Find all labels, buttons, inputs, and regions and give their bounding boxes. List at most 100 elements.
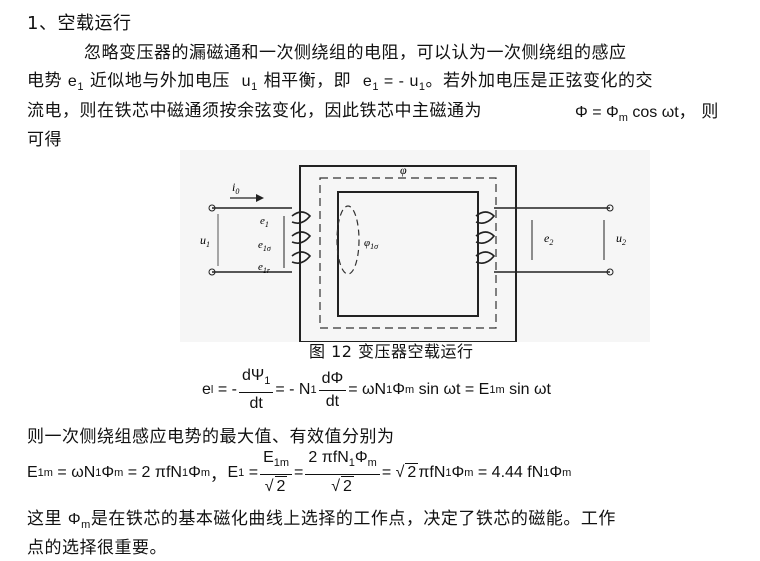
radicand: 2 xyxy=(405,463,419,481)
secondary-coil xyxy=(475,211,496,264)
sym: Φ xyxy=(392,381,405,398)
sym: Φ xyxy=(451,463,465,481)
terminal-a2 xyxy=(606,204,614,212)
e1-label: e1 xyxy=(260,215,269,229)
sub: m xyxy=(200,466,210,479)
text: 这里 xyxy=(27,509,62,529)
final-line2: 点的选择很重要。 xyxy=(27,538,167,558)
text: ， 则 xyxy=(678,102,719,121)
u2-label: u2 xyxy=(616,231,626,247)
sub: 1m xyxy=(273,457,290,469)
para1-line3: 流电，则在铁芯中磁通须按余弦变化，因此铁芯中主磁通为 xyxy=(27,96,482,121)
sym: u xyxy=(241,73,252,90)
para1-line2: 电势 e1 近似地与外加电压 u1 相平衡，即 e1 = - u1。若外加电压是… xyxy=(27,66,653,93)
sub: 1 xyxy=(77,81,84,93)
sub: 1 xyxy=(445,466,452,479)
sub: 1 xyxy=(348,457,355,469)
sym: = 2 πfN xyxy=(127,463,182,481)
transformer-diagram: φ i0 u1 e1 e1σ e1r φ1σ e2 u2 xyxy=(180,150,650,342)
den: dt xyxy=(325,392,340,410)
i0-label: i0 xyxy=(232,180,239,196)
sym: = xyxy=(294,463,304,481)
sub: m xyxy=(464,466,474,479)
sub: m xyxy=(404,384,415,396)
main-flux-path xyxy=(319,177,497,329)
radicand: 2 xyxy=(341,476,354,495)
sym: πfN xyxy=(418,463,446,481)
i0-arrowhead xyxy=(256,194,264,202)
sym: Φ xyxy=(354,449,368,466)
sym: = xyxy=(248,463,259,481)
num: 2 πfN1Φm xyxy=(305,448,380,475)
frac-2pifN-sqrt2: 2 πfN1Φm √2 xyxy=(305,448,380,497)
sub: 1 xyxy=(310,384,317,396)
sub: m xyxy=(81,519,91,531)
num: dΨ1 xyxy=(238,366,274,393)
sym: e xyxy=(202,381,211,398)
sym: Φ xyxy=(67,511,82,528)
sym: = - xyxy=(217,381,237,398)
sym: sin ωt xyxy=(509,381,551,398)
sub: 1 xyxy=(372,81,379,93)
text: 近似地与外加电压 xyxy=(89,71,230,91)
sym-phim: Φm xyxy=(67,511,91,531)
sub: 1 xyxy=(251,81,258,93)
core-outer xyxy=(299,165,517,342)
sym: = - u xyxy=(383,73,419,90)
sym: = ωN xyxy=(348,381,387,398)
sym: E xyxy=(263,449,274,466)
section-heading: 1、空载运行 xyxy=(27,13,132,34)
sym: Φ xyxy=(549,463,563,481)
sub: 1 xyxy=(264,375,271,387)
den: dt xyxy=(249,395,263,412)
phi1s-label: φ1σ xyxy=(364,237,379,251)
terminal-a xyxy=(208,204,216,212)
e1r-label: e1r xyxy=(258,261,271,275)
sym: cos ωt xyxy=(632,104,679,121)
text: 。若外加电压是正弦变化的交 xyxy=(425,71,653,91)
sym: sin ωt = E xyxy=(418,381,490,398)
primary-coil xyxy=(291,211,312,264)
u1-label: u1 xyxy=(200,233,210,249)
sym: Φ xyxy=(188,463,201,481)
e1s-label: e1σ xyxy=(258,239,272,253)
terminal-x xyxy=(208,268,216,276)
text: 流电，则在铁芯中磁通须按余弦变化，因此铁芯中主磁通为 xyxy=(27,101,482,121)
sym: = ωN xyxy=(57,463,96,481)
sym: e xyxy=(67,73,78,90)
sub: m xyxy=(618,112,628,124)
sub: 1 xyxy=(238,466,245,479)
figure-caption: 图 12 变压器空载运行 xyxy=(309,342,474,361)
sub: 1 xyxy=(386,384,393,396)
sym: E xyxy=(27,463,38,481)
sub: 1m xyxy=(489,384,505,396)
sym: E xyxy=(227,463,239,481)
num: E1m xyxy=(260,448,293,475)
phi-label: φ xyxy=(400,163,407,177)
sub: 1 xyxy=(181,466,189,479)
sub: m xyxy=(114,466,124,479)
eq-e-u: e1 = - u1 xyxy=(363,73,426,93)
sym: dΨ xyxy=(241,367,265,384)
sym: = xyxy=(381,463,392,481)
den: √2 xyxy=(264,476,288,495)
sub: l xyxy=(210,384,214,396)
para1-line1: 忽略变压器的漏磁通和一次侧绕组的电阻，可以认为一次侧绕组的感应 xyxy=(84,43,627,63)
sym: 2 πfN xyxy=(308,449,349,466)
leakage-flux-loop xyxy=(336,205,360,275)
text: 电势 xyxy=(27,71,62,91)
sub: 1 xyxy=(418,81,426,93)
sym: ， xyxy=(210,465,228,484)
sym: = 4.44 fN xyxy=(477,463,544,481)
num: dΦ xyxy=(318,369,347,391)
sub: 1m xyxy=(37,466,53,479)
sub: m xyxy=(367,457,377,469)
sym-u1: u1 xyxy=(241,73,258,93)
flux-equation: Φ = Φm cos ωt， 则 xyxy=(575,97,719,124)
radicand: 2 xyxy=(274,476,288,495)
para1-line4: 可得 xyxy=(27,130,62,150)
text: 是在铁芯的基本磁化曲线上选择的工作点，决定了铁芯的磁能。工作 xyxy=(90,509,616,529)
sub: 1 xyxy=(95,466,102,479)
